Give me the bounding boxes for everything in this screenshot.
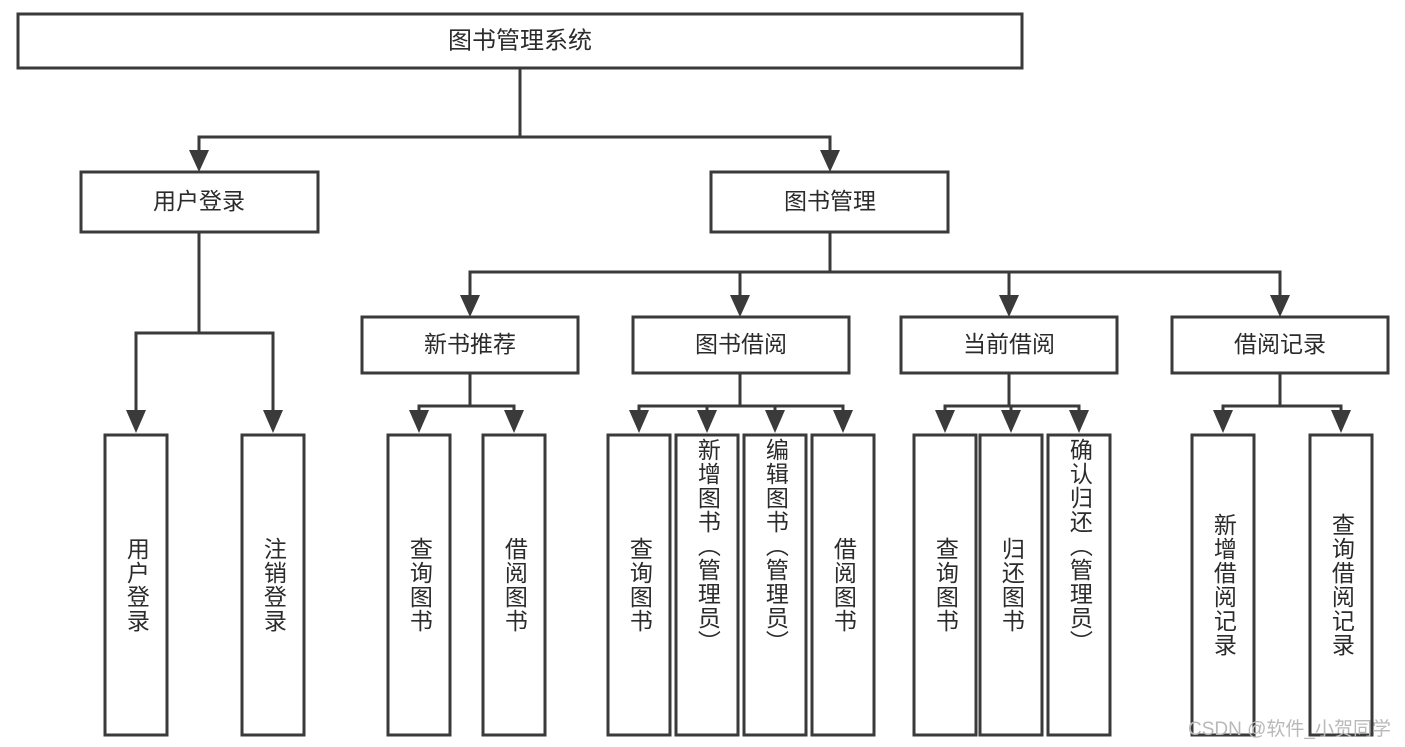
leaf-box-cb-return-book[interactable] xyxy=(978,433,1044,737)
node-user-login-box[interactable] xyxy=(79,170,320,234)
connector-new-book-to-leaves xyxy=(409,371,524,433)
leaf-box-nb-borrow-book[interactable] xyxy=(481,433,547,737)
connector-book-borrow-to-leaves xyxy=(629,371,853,433)
node-root-label: 图书管理系统 xyxy=(448,27,592,54)
arrowhead-bb-leaf-3 xyxy=(765,410,785,433)
connector-borrow-record-to-leaves xyxy=(1213,371,1351,433)
leaf-box-user-login[interactable] xyxy=(103,433,169,737)
leaf-box-bb-borrow-book[interactable] xyxy=(810,433,876,737)
arrowhead-leaf-logout xyxy=(263,410,283,433)
arrowhead-bb-leaf-1 xyxy=(629,410,649,433)
arrowhead-nb-leaf-2 xyxy=(504,410,524,433)
arrowhead-bb-leaf-4 xyxy=(833,410,853,433)
arrowhead-nb-leaf-1 xyxy=(409,410,429,433)
node-book-borrow-box[interactable] xyxy=(631,315,851,375)
node-borrow-record-label: 借阅记录 xyxy=(1234,331,1326,357)
arrowhead-br-leaf-2 xyxy=(1331,410,1351,433)
node-new-book-box[interactable] xyxy=(360,315,580,375)
node-current-borrow-label: 当前借阅 xyxy=(963,331,1055,357)
watermark-text: CSDN @软件_小贺同学 xyxy=(1188,719,1391,740)
arrowhead-cb-leaf-2 xyxy=(1001,410,1021,433)
arrowhead-book-borrow xyxy=(730,295,750,317)
leaf-box-bb-query-book[interactable] xyxy=(606,433,672,737)
node-book-manage-box[interactable] xyxy=(709,170,950,234)
connector-root-to-level2 xyxy=(189,68,840,172)
arrowhead-book-manage xyxy=(820,150,840,172)
arrowhead-br-leaf-1 xyxy=(1213,410,1233,433)
node-current-borrow-box[interactable] xyxy=(899,315,1119,375)
arrowhead-new-book xyxy=(460,295,480,317)
node-new-book-label: 新书推荐 xyxy=(424,331,516,357)
node-book-manage-label: 图书管理 xyxy=(784,188,876,214)
leaf-box-cb-confirm-return[interactable] xyxy=(1046,433,1112,737)
connector-current-borrow-to-leaves xyxy=(935,371,1089,433)
node-borrow-record-box[interactable] xyxy=(1170,315,1390,375)
leaf-box-br-add-record[interactable] xyxy=(1190,433,1256,737)
arrowhead-borrow-record xyxy=(1270,295,1290,317)
leaf-box-bb-edit-book[interactable] xyxy=(742,433,808,737)
arrowhead-bb-leaf-2 xyxy=(697,410,717,433)
arrowhead-cb-leaf-1 xyxy=(935,410,955,433)
connector-book-manage-to-level3 xyxy=(460,230,1290,317)
node-book-borrow-label: 图书借阅 xyxy=(695,331,787,357)
node-user-login-label: 用户登录 xyxy=(153,188,245,214)
leaf-box-nb-query-book[interactable] xyxy=(386,433,452,737)
leaf-box-bb-add-book[interactable] xyxy=(674,433,740,737)
arrowhead-user-login xyxy=(189,150,209,172)
node-root-box[interactable] xyxy=(16,12,1024,70)
leaf-box-br-query-record[interactable] xyxy=(1308,433,1374,737)
leaf-box-cb-query-book[interactable] xyxy=(912,433,978,737)
arrowhead-leaf-user-login xyxy=(126,410,146,433)
arrowhead-current-borrow xyxy=(999,295,1019,317)
leaf-box-logout[interactable] xyxy=(240,433,306,737)
arrowhead-cb-leaf-3 xyxy=(1069,410,1089,433)
connector-user-login-to-leaves xyxy=(126,230,283,433)
